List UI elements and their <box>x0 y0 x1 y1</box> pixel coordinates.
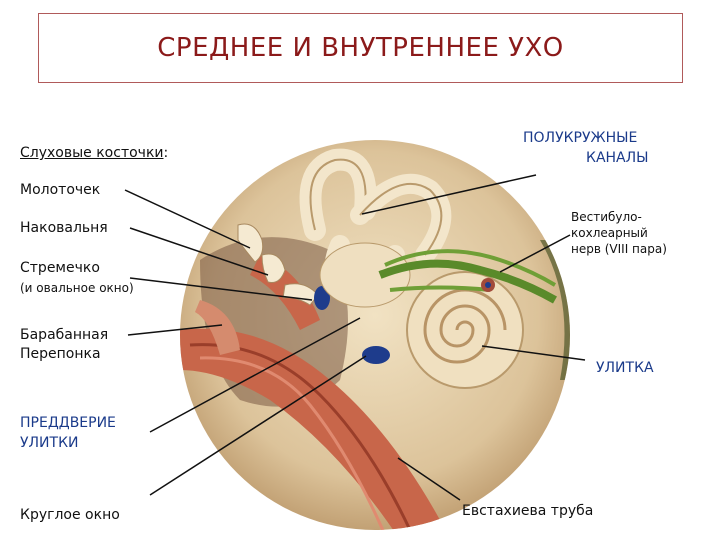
stapes-label: Стремечко <box>20 258 100 278</box>
eardrum-label-1: Барабанная <box>20 325 108 345</box>
round-window <box>362 346 390 364</box>
stapes-note: (и овальное окно) <box>20 278 134 298</box>
incus-label: Наковальня <box>20 218 108 238</box>
nerve-label-2: кохлеарный <box>571 226 648 241</box>
ossicles-heading: Слуховые косточки: <box>20 143 168 163</box>
nerve-label-3: нерв (VIII пара) <box>571 242 667 257</box>
canals-label-2: КАНАЛЫ <box>586 148 649 168</box>
nerve-label-1: Вестибуло- <box>571 210 642 225</box>
vestibule <box>320 243 410 307</box>
vestibule-label-2: УЛИТКИ <box>20 433 79 453</box>
canals-label-1: ПОЛУКРУЖНЫЕ <box>523 128 637 148</box>
eardrum-label-2: Перепонка <box>20 344 101 364</box>
eustachian-label: Евстахиева труба <box>462 501 593 521</box>
round-window-label: Круглое окно <box>20 505 120 525</box>
vestibule-label-1: ПРЕДДВЕРИЕ <box>20 413 116 433</box>
cochlea-label: УЛИТКА <box>596 358 654 378</box>
malleus-label: Молоточек <box>20 180 100 200</box>
